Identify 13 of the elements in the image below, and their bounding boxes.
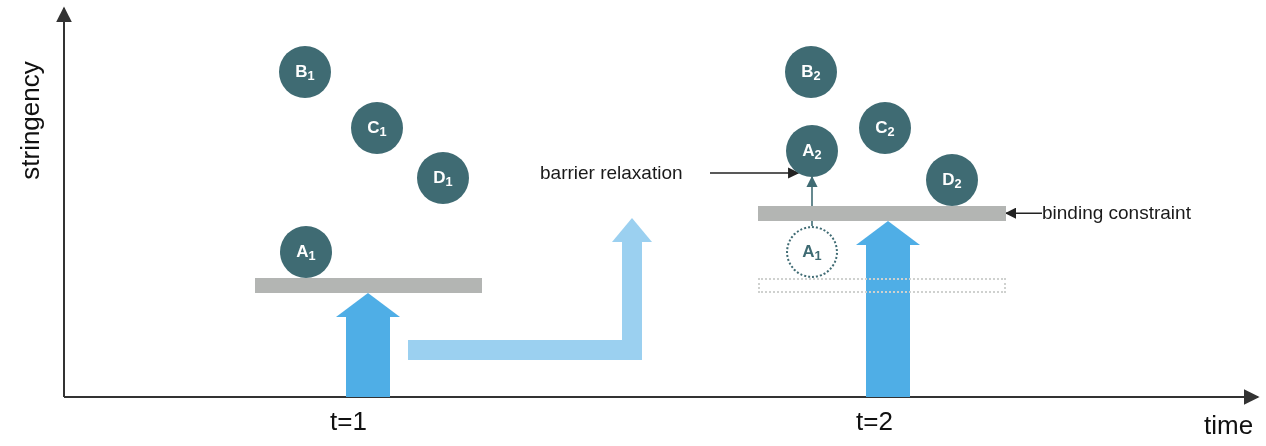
block-arrow xyxy=(336,293,400,397)
axis-label: time xyxy=(1204,409,1254,442)
axis-label: t=2 xyxy=(856,405,893,438)
arrow xyxy=(709,167,800,179)
axis-label: t=1 xyxy=(330,405,367,438)
annotation-text: binding constraint xyxy=(1042,200,1228,226)
arrow xyxy=(1004,207,1043,219)
axis-label: stringency xyxy=(13,60,46,180)
dotted-bar xyxy=(758,278,1006,293)
constraint-bar xyxy=(758,206,1006,221)
annotation-text: barrier relaxation xyxy=(540,160,710,186)
block-arrow xyxy=(856,221,920,397)
constraint-bar xyxy=(255,278,482,293)
